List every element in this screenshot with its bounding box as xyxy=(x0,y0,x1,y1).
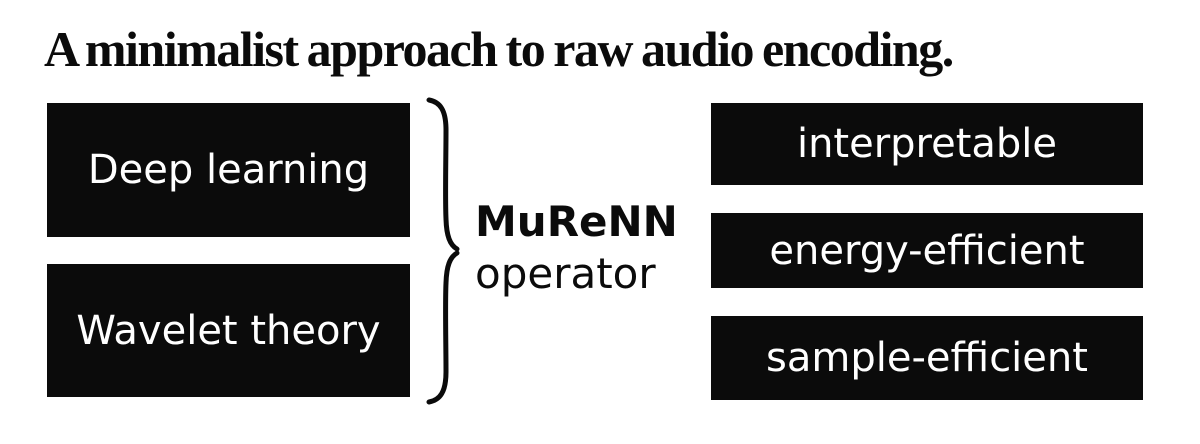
output-column: interpretable energy-efficient sample-ef… xyxy=(711,103,1143,400)
output-box-energy-efficient: energy-efficient xyxy=(711,213,1143,288)
input-column: Deep learning Wavelet theory xyxy=(47,103,410,397)
input-box-label: Deep learning xyxy=(87,147,370,193)
operator-role: operator xyxy=(475,249,656,298)
operator-label-block: MuReNN operator xyxy=(475,196,678,300)
output-box-label: sample-efficient xyxy=(766,335,1088,381)
output-box-sample-efficient: sample-efficient xyxy=(711,316,1143,400)
input-box-label: Wavelet theory xyxy=(76,307,381,354)
curly-brace-icon xyxy=(426,97,460,405)
output-box-label: energy-efficient xyxy=(769,227,1085,274)
input-box-wavelet-theory: Wavelet theory xyxy=(47,264,410,397)
operator-name: MuReNN xyxy=(475,197,678,246)
output-box-interpretable: interpretable xyxy=(711,103,1143,185)
output-box-label: interpretable xyxy=(796,121,1058,167)
input-box-deep-learning: Deep learning xyxy=(47,103,410,237)
slide-title: A minimalist approach to raw audio encod… xyxy=(44,21,954,77)
